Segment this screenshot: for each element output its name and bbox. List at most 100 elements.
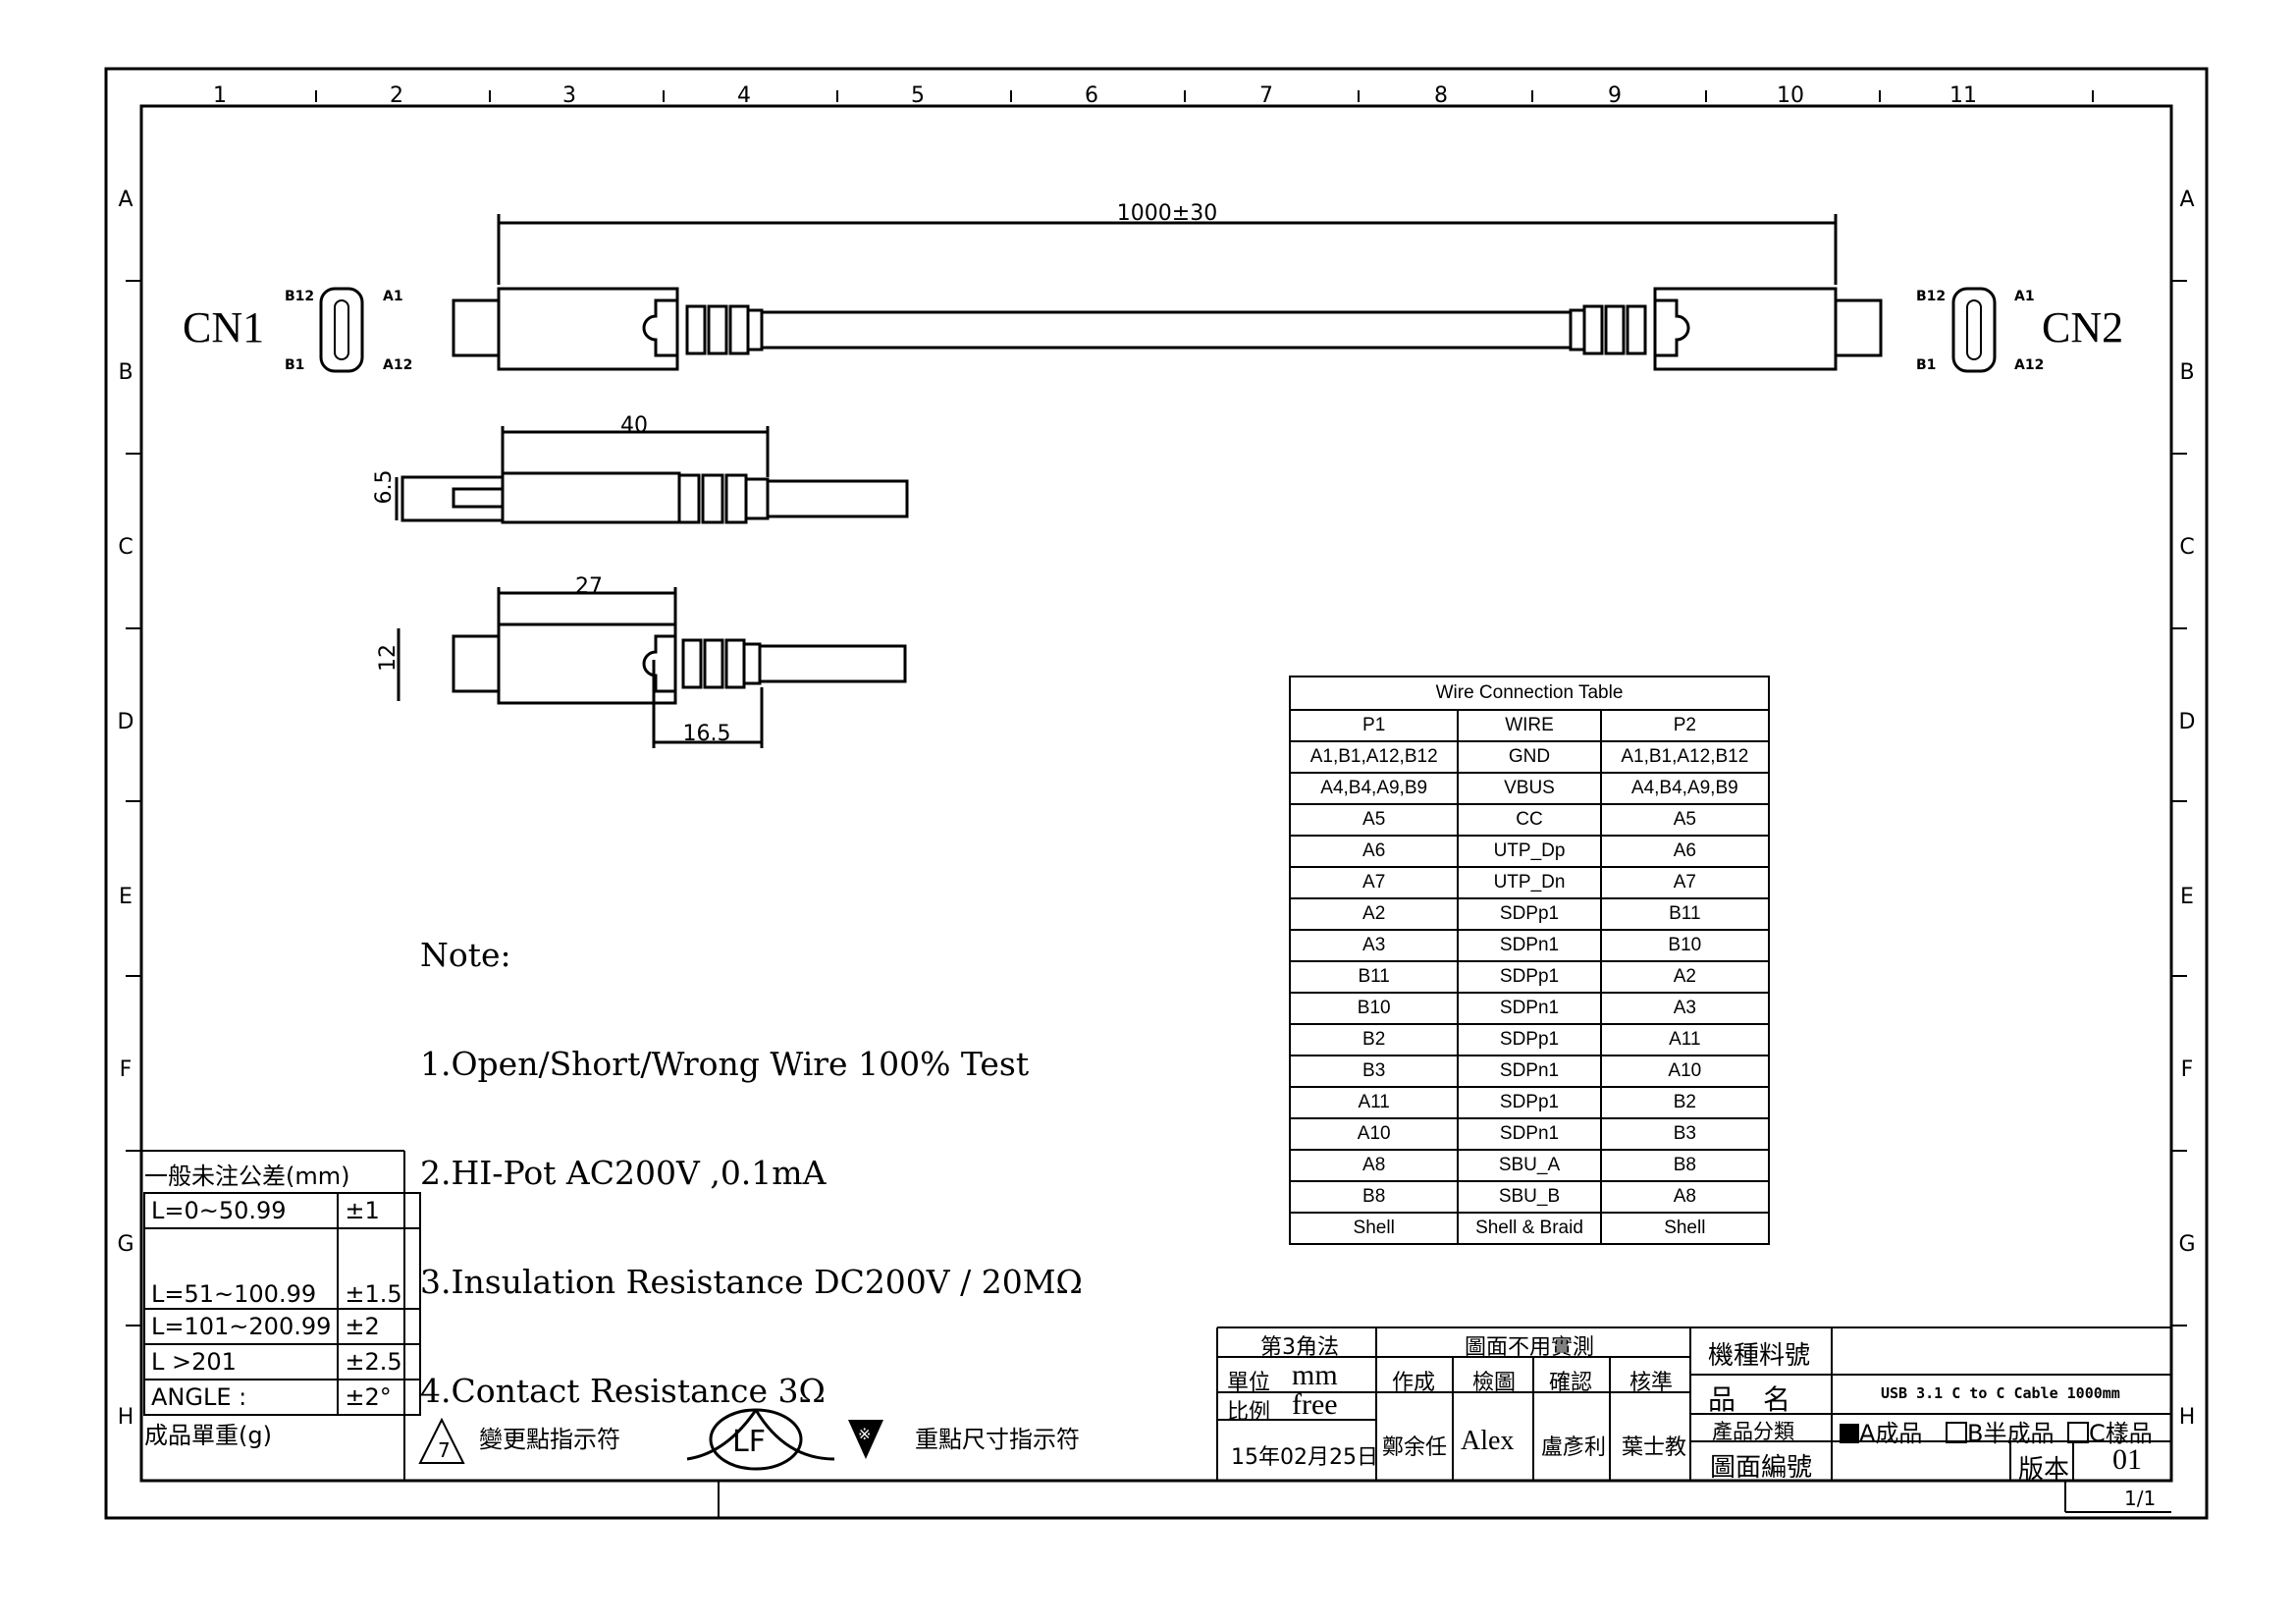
category-a: A成品: [1840, 1414, 1922, 1448]
cn2-pin-b12: B12: [1916, 289, 1946, 304]
cell-p1: A10: [1288, 1117, 1460, 1151]
cn1-pin-b12: B12: [285, 289, 314, 304]
category-label: 產品分類: [1712, 1420, 1794, 1443]
zone-row-h-right: H: [2179, 1405, 2196, 1430]
tolerance-value: ±2°: [337, 1379, 422, 1416]
category-b-label: B半成品: [1967, 1420, 2055, 1447]
zone-row-a-left: A: [118, 188, 133, 212]
notes-title: Note:: [420, 936, 511, 974]
cell-p1: A3: [1288, 929, 1460, 962]
side-height-dim: 6.5: [372, 470, 397, 505]
cell-p1: A5: [1288, 803, 1460, 837]
tolerance-title: 一般未注公差(mm): [144, 1162, 350, 1190]
checkbox-checked-icon: [1840, 1424, 1859, 1443]
col-confirm: 確認: [1549, 1371, 1593, 1395]
table-header-row: P1 WIRE P2: [1288, 709, 1771, 742]
model-label: 機種料號: [1708, 1341, 1811, 1371]
cell-p1: B2: [1288, 1023, 1460, 1056]
col-made: 作成: [1392, 1371, 1436, 1395]
col-check: 檢圖: [1472, 1371, 1517, 1395]
cell-p1: A7: [1288, 866, 1460, 899]
name-value: USB 3.1 C to C Cable 1000mm: [1881, 1384, 2120, 1402]
checkbox-empty-icon: [2067, 1422, 2089, 1443]
cn1-pin-a12: A12: [383, 357, 412, 373]
zone-col-2: 2: [390, 83, 403, 108]
note-item-3: 3.Insulation Resistance DC200V / 20MΩ: [420, 1263, 1083, 1301]
table-row: L=0~50.99 ±1: [142, 1192, 422, 1229]
note-item-4: 4.Contact Resistance 3Ω: [420, 1372, 826, 1410]
projection-label: 第3角法: [1260, 1335, 1339, 1360]
cell-p2: A8: [1599, 1180, 1771, 1214]
unit-value: mm: [1292, 1359, 1338, 1391]
notes-block: Note: 1.Open/Short/Wrong Wire 100% Test …: [420, 864, 1083, 1445]
cell-wire: GND: [1457, 740, 1602, 774]
zone-row-e-left: E: [119, 885, 133, 909]
key-dim-icon: [848, 1420, 883, 1459]
zone-col-4: 4: [737, 83, 751, 108]
name-label: 品 名: [1708, 1383, 1791, 1416]
header-p1: P1: [1288, 709, 1460, 742]
tolerance-range: L=51~100.99: [142, 1227, 340, 1310]
weight-label: 成品單重(g): [144, 1422, 272, 1449]
key-dim-label: 重點尺寸指示符: [915, 1426, 1080, 1453]
outer-border: [104, 67, 2209, 1520]
header-wire: WIRE: [1457, 709, 1602, 742]
date-value: 15年02月25日: [1231, 1445, 1378, 1470]
cell-p2: A2: [1599, 960, 1771, 994]
cell-wire: SBU_B: [1457, 1180, 1602, 1214]
change-label: 變更點指示符: [479, 1426, 620, 1453]
cell-p2: A1,B1,A12,B12: [1599, 740, 1771, 774]
tolerance-value: ±2.5: [337, 1343, 422, 1380]
cell-p2: B8: [1599, 1149, 1771, 1182]
zone-row-h-left: H: [118, 1405, 134, 1430]
zone-row-g-left: G: [117, 1232, 133, 1257]
cell-p2: A3: [1599, 992, 1771, 1025]
cell-p2: A10: [1599, 1055, 1771, 1088]
scale-value: free: [1292, 1388, 1338, 1421]
cn1-pin-a1: A1: [383, 289, 403, 304]
cn2-pin-a1: A1: [2014, 289, 2035, 304]
zone-ticks: [126, 90, 2187, 1326]
col-approve: 核準: [1629, 1371, 1674, 1395]
cell-wire: SDPn1: [1457, 929, 1602, 962]
cn2-port-icon: [1951, 287, 1997, 373]
cable-full-view: [452, 214, 1883, 371]
category-a-label: A成品: [1859, 1420, 1923, 1447]
side-length-dim: 40: [620, 413, 648, 438]
cell-p2: Shell: [1599, 1212, 1771, 1245]
cell-p2: A7: [1599, 866, 1771, 899]
cn2-pin-b1: B1: [1916, 357, 1936, 373]
cell-wire: SDPn1: [1457, 1117, 1602, 1151]
wire-connection-table: Wire Connection Table P1 WIRE P2 A1,B1,A…: [1288, 676, 1771, 1245]
zone-col-10: 10: [1777, 83, 1804, 108]
drawing-no-label: 圖面編號: [1710, 1453, 1813, 1483]
cell-p1: A1,B1,A12,B12: [1288, 740, 1460, 774]
no-measure-label: 圖面不用實測: [1465, 1335, 1595, 1360]
tolerance-range: L >201: [142, 1343, 340, 1380]
top-length-dim: 27: [575, 574, 603, 599]
cell-wire: CC: [1457, 803, 1602, 837]
zone-row-c-left: C: [118, 535, 133, 560]
cell-wire: SDPp1: [1457, 897, 1602, 931]
cell-p1: A6: [1288, 835, 1460, 868]
cell-p1: A2: [1288, 897, 1460, 931]
change-marker: 7: [438, 1438, 451, 1462]
approved-by: 葉士教: [1622, 1435, 1687, 1460]
cn2-pin-a12: A12: [2014, 357, 2044, 373]
zone-row-d-left: D: [118, 710, 134, 734]
table-row: L=51~100.99 ±1.5: [142, 1227, 422, 1310]
version-label: 版本: [2018, 1455, 2070, 1485]
top-view: [397, 587, 907, 748]
